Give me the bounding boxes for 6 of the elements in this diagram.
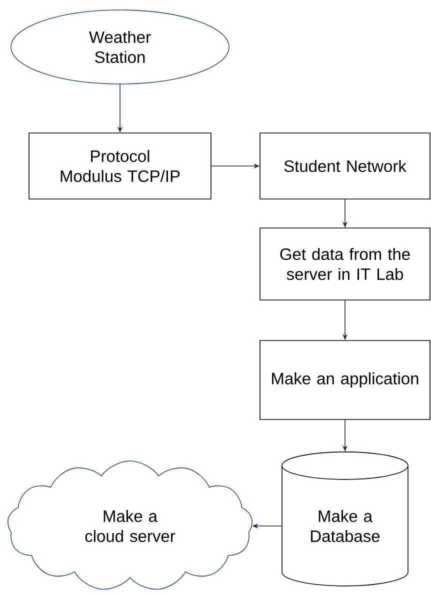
- database-cylinder: Make a Database: [282, 452, 408, 586]
- process-box: Student Network: [260, 132, 430, 200]
- ellipse-node: Weather Station: [10, 10, 230, 84]
- process-box: Make an application: [260, 340, 430, 420]
- process-box: Protocol Modulus TCP/IP: [28, 132, 212, 200]
- process-box: Get data from the server in IT Lab: [260, 228, 430, 300]
